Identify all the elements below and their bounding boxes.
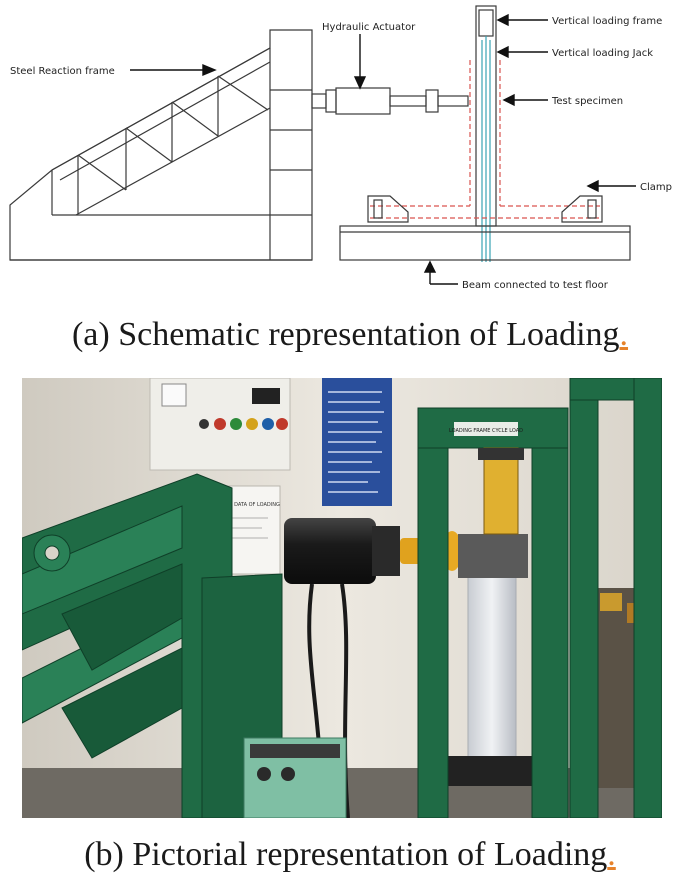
control-panel xyxy=(149,378,291,471)
vertical-loading-jack xyxy=(481,36,491,262)
label-test-specimen: Test specimen xyxy=(551,96,623,107)
label-hydraulic-actuator: Hydraulic Actuator xyxy=(322,22,416,33)
hydraulic-actuator xyxy=(311,87,469,115)
steel-reaction-frame xyxy=(9,29,313,261)
label-beam-connected: Beam connected to test floor xyxy=(462,280,609,291)
label-vertical-loading-jack: Vertical loading Jack xyxy=(552,48,653,59)
label-vertical-loading-frame: Vertical loading frame xyxy=(552,16,662,27)
instruction-poster xyxy=(322,378,392,506)
servo-valve-unit xyxy=(243,737,347,818)
test-specimen xyxy=(370,60,600,219)
caption-photo: (b) Pictorial representation of Loading. xyxy=(84,836,616,873)
loading-schematic: Steel Reaction frame Hydraulic Actuator … xyxy=(9,5,672,291)
caption-schematic: (a) Schematic representation of Loading. xyxy=(71,316,629,353)
frame-label: LOADING FRAME CYCLE LOAD xyxy=(449,428,523,434)
vertical-jack-photo xyxy=(478,447,524,535)
notice-title: TECHNICAL DATA OF LOADING xyxy=(203,502,280,508)
loading-frame-photo: LOADING FRAME CYCLE LOAD xyxy=(417,378,662,818)
left-clamp xyxy=(367,195,409,223)
label-clamp: Clamp xyxy=(640,182,672,193)
base-beam xyxy=(339,225,631,261)
loading-photo: TECHNICAL DATA OF LOADING xyxy=(22,378,662,818)
label-steel-reaction-frame: Steel Reaction frame xyxy=(10,66,115,77)
right-clamp xyxy=(561,195,603,223)
